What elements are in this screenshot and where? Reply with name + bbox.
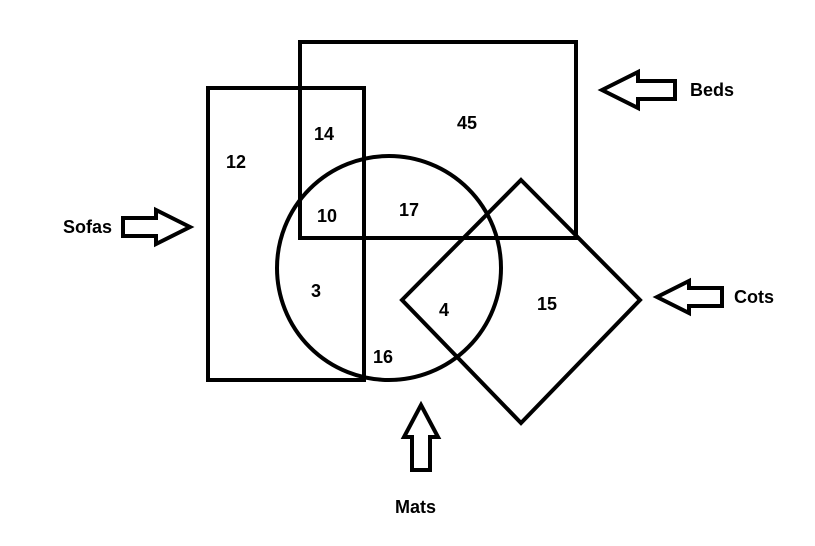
- mats-arrow-icon: [400, 400, 442, 472]
- beds-rectangle: [298, 40, 578, 240]
- region-sofas-beds: 14: [314, 124, 334, 144]
- region-cots-only: 15: [537, 294, 557, 314]
- sofas-arrow-icon: [121, 206, 195, 248]
- sofas-label: Sofas: [63, 217, 112, 237]
- region-sofas-only: 12: [226, 152, 246, 172]
- region-sofas-mats: 3: [311, 281, 321, 301]
- beds-label: Beds: [690, 80, 734, 100]
- region-sofas-beds-mats: 10: [317, 206, 337, 226]
- region-mats-cots: 4: [439, 300, 449, 320]
- cots-arrow-icon: [652, 277, 724, 317]
- region-mats-only: 16: [373, 347, 393, 367]
- mats-label: Mats: [395, 497, 436, 517]
- region-beds-mats: 17: [399, 200, 419, 220]
- region-beds-only: 45: [457, 113, 477, 133]
- cots-diamond: [399, 177, 643, 426]
- mats-circle: [275, 154, 503, 382]
- sofas-rectangle: [206, 86, 366, 382]
- cots-label: Cots: [734, 287, 774, 307]
- beds-arrow-icon: [597, 68, 677, 112]
